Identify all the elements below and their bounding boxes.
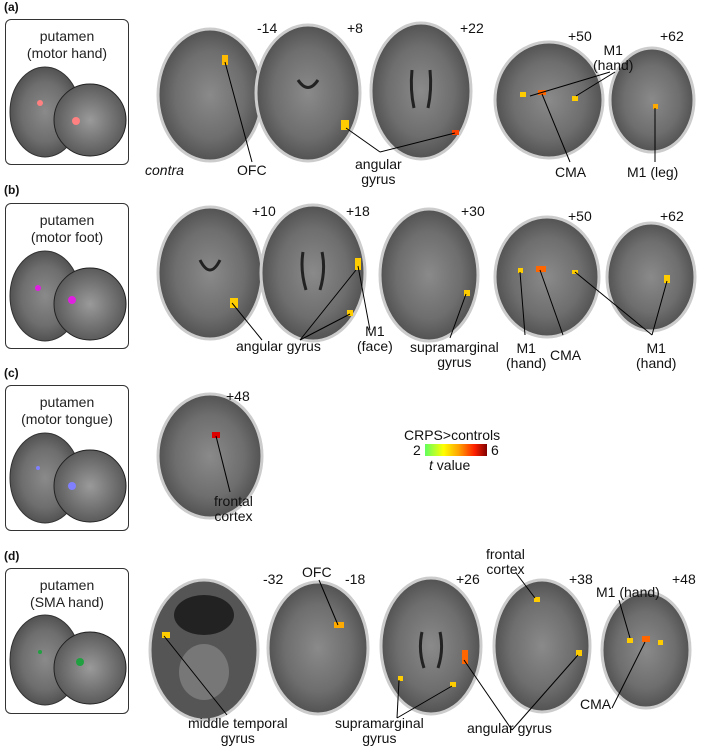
panel-label-d: (d) [4,549,20,563]
annotation-m1-hand: M1 (hand) [596,584,660,600]
seed-title-line2: (SMA hand) [30,594,104,610]
row-d-slices [148,576,692,722]
annotation-frontal-cortex: frontal cortex [214,494,253,524]
slice-label: +18 [346,203,370,219]
seed-thumbnail-b [9,250,127,342]
slice-label: +50 [568,208,592,224]
seed-title-line1: putamen [39,394,95,410]
colorbar-unit: t value [429,458,470,473]
annotation-m1-hand: M1 (hand) [506,341,546,371]
annotation-line: M1 [365,323,385,339]
annotation-line: supramarginal [335,715,424,731]
annotation-line: cortex [214,508,253,524]
annotation-line: frontal [486,546,525,562]
annotation-angular-gyrus: angular gyrus [236,338,321,354]
slice-label: +26 [456,571,480,587]
seed-title-line1: putamen [39,577,95,593]
slice-label: +62 [660,208,684,224]
annotation-m1-leg: M1 (leg) [627,164,679,180]
slice-label: -18 [345,571,366,587]
annotation-cma: CMA [580,696,612,712]
annotation-supramarginal-gyrus: supramarginal gyrus [410,340,499,370]
annotation-m1-hand: M1 (hand) [636,341,676,371]
slice-label: +8 [347,20,363,36]
annotation-line: M1 [516,340,536,356]
colorbar-unit-value: value [432,457,471,473]
seed-title-a: putamen (motor hand) [6,28,128,62]
annotation-supramarginal-gyrus: supramarginal gyrus [335,716,424,746]
seed-title-line2: (motor foot) [30,229,104,245]
slice-label: +48 [672,571,696,587]
slice-label: +50 [568,28,592,44]
contra-label: contra [145,162,184,178]
colorbar-min: 2 [413,442,421,458]
annotation-line: angular [355,156,402,172]
colorbar-title: CRPS>controls [404,427,501,443]
panel-label-a: (a) [4,0,19,14]
annotation-middle-temporal-gyrus: middle temporal gyrus [188,716,288,746]
annotation-line: cortex [486,561,525,577]
annotation-angular-gyrus: angular gyrus [355,157,402,187]
seed-thumbnail-c [9,432,127,524]
row-a-slices [156,21,696,163]
panel-label-c: (c) [4,366,19,380]
annotation-ofc: OFC [302,564,332,580]
seed-title-c: putamen (motor tongue) [6,394,128,428]
annotation-angular-gyrus: angular gyrus [467,720,552,736]
seed-thumbnail-a [9,66,127,158]
slice-label: -32 [263,571,284,587]
slice-label: +10 [252,203,276,219]
annotation-line: gyrus [437,354,472,370]
seed-title-line2: (motor tongue) [21,411,113,427]
annotation-m1-face: M1 (face) [357,324,393,354]
annotation-line: gyrus [220,730,255,746]
row-c-slices [156,392,264,520]
leader-lines [163,61,668,731]
colorbar-unit-t: t [429,457,433,473]
annotation-cma: CMA [555,164,587,180]
annotation-line: (hand) [506,355,547,371]
annotation-line: frontal [214,493,253,509]
slice-label: +22 [460,20,484,36]
annotation-line: (face) [357,338,393,354]
panel-label-b: (b) [4,183,20,197]
annotation-line: M1 [646,340,666,356]
annotation-line: supramarginal [410,339,499,355]
annotation-m1-hand: M1 (hand) [593,43,633,73]
annotation-frontal-cortex: frontal cortex [486,547,525,577]
annotation-line: M1 [603,42,623,58]
annotation-line: gyrus [362,730,397,746]
annotation-line: gyrus [361,171,396,187]
row-b-slices [156,203,697,343]
seed-title-b: putamen (motor foot) [6,212,128,246]
slice-label: +30 [461,203,485,219]
seed-title-line1: putamen [39,212,95,228]
seed-title-line1: putamen [39,28,95,44]
annotation-line: middle temporal [188,715,288,731]
annotation-ofc: OFC [237,162,267,178]
seed-title-line2: (motor hand) [26,45,108,61]
seed-thumbnail-d [9,614,127,706]
slice-label: +62 [660,28,684,44]
colorbar-gradient [425,444,487,456]
annotation-cma: CMA [550,347,582,363]
slice-label: -14 [257,20,278,36]
annotation-line: (hand) [636,355,677,371]
seed-title-d: putamen (SMA hand) [6,577,128,611]
slice-label: +38 [569,571,593,587]
annotation-line: (hand) [593,57,634,73]
colorbar-max: 6 [491,442,499,458]
slice-label: +48 [226,388,250,404]
